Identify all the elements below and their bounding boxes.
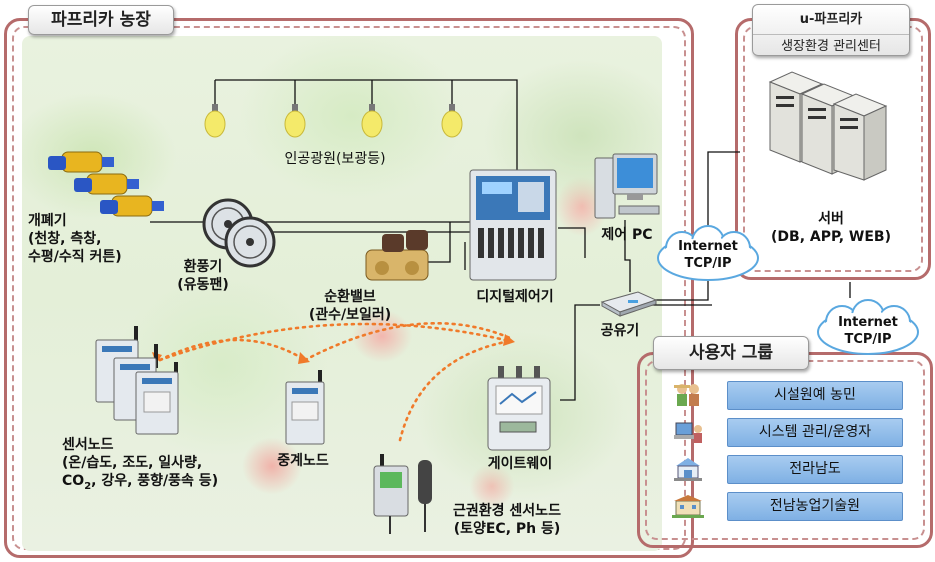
- router-label: 공유기: [600, 323, 640, 339]
- government-icon: [672, 456, 704, 482]
- controller-label: 디지털제어기: [476, 289, 554, 305]
- cloud-2-line2: TCP/IP: [844, 332, 892, 347]
- vent-label-line3: 수평/수직 커튼): [28, 249, 122, 265]
- server-icon: [768, 71, 888, 181]
- router-icon: [600, 291, 658, 317]
- control-pc-icon: [594, 153, 660, 219]
- fan-label-line1: 환풍기: [183, 259, 223, 275]
- server-label-line1: 서버: [818, 211, 844, 227]
- light-bulb-1: [204, 104, 226, 138]
- sensor-node-line3-b: , 강우, 풍향/풍속 등): [91, 473, 219, 489]
- pc-label: 제어 PC: [601, 227, 653, 243]
- light-bulb-4: [441, 104, 463, 138]
- user-group-title: 사용자 그룹: [653, 336, 809, 370]
- sensor-node-line3: CO2, 강우, 풍향/풍속 등): [62, 472, 218, 496]
- user-item-admin[interactable]: 시스템 관리/운영자: [727, 418, 903, 447]
- sensor-node-line3-sub: 2: [84, 480, 92, 492]
- user-item-province[interactable]: 전라남도: [727, 455, 903, 484]
- bulb-icon: [441, 104, 463, 138]
- sensor-node-line2: (온/습도, 조도, 일사량,: [62, 455, 203, 471]
- relay-label: 중계노드: [277, 453, 329, 469]
- sensor-node-icon: [95, 326, 179, 435]
- farmer-icon: [672, 383, 704, 409]
- vent-label-line2: (천창, 측창,: [28, 231, 102, 247]
- fan-label-line2: (유동팬): [177, 277, 229, 293]
- cloud-2-line1: Internet: [838, 315, 898, 330]
- center-title: u-파프리카 생장환경 관리센터: [752, 4, 910, 56]
- vent-label-line1: 개폐기: [28, 213, 67, 229]
- fan-label: 환풍기 (유동팬): [168, 258, 238, 294]
- cloud-icon: [657, 225, 759, 281]
- valve-label-line1: 순환밸브: [324, 289, 376, 305]
- center-title-line2: 생장환경 관리센터: [753, 34, 909, 56]
- admin-icon: [672, 419, 704, 445]
- center-title-line1: u-파프리카: [799, 12, 863, 27]
- cloud-1-text: Internet TCP/IP: [666, 238, 750, 272]
- gateway-icon: [487, 366, 551, 451]
- vent-motor-icon: [48, 151, 164, 217]
- root-sensor-icon: [373, 454, 432, 534]
- sensor-node-line3-a: CO: [62, 473, 85, 489]
- user-item-farmer[interactable]: 시설원예 농민: [727, 381, 903, 410]
- vent-label: 개폐기 (천창, 측창, 수평/수직 커튼): [28, 212, 122, 266]
- root-sensor-line1: 근권환경 센서노드: [453, 503, 561, 519]
- valve-icon: [365, 230, 429, 281]
- gateway-label: 게이트웨이: [487, 456, 553, 472]
- internet-cloud-1: Internet TCP/IP: [652, 224, 764, 288]
- cloud-icon: [817, 299, 919, 355]
- valve-label-line2: (관수/보일러): [308, 307, 392, 323]
- bulb-icon: [361, 104, 383, 138]
- fan-icon: [202, 198, 276, 268]
- farm-frame: [4, 18, 694, 558]
- valve-label: 순환밸브 (관수/보일러): [295, 288, 405, 324]
- light-bulb-3: [361, 104, 383, 138]
- internet-cloud-2: Internet TCP/IP: [812, 298, 924, 362]
- root-sensor-label: 근권환경 센서노드 (토양EC, Ph 등): [432, 502, 582, 538]
- user-item-institute[interactable]: 전남농업기술원: [727, 492, 903, 521]
- farm-title: 파프리카 농장: [28, 5, 174, 35]
- relay-node-icon: [285, 370, 325, 445]
- bulb-icon: [284, 104, 306, 138]
- farm-background: [22, 36, 662, 551]
- lights-label: 인공광원(보광등): [284, 151, 386, 167]
- light-bulb-2: [284, 104, 306, 138]
- wireless-links: [158, 321, 512, 442]
- server-label-line2: (DB, APP, WEB): [771, 229, 891, 245]
- sensor-node-label: 센서노드 (온/습도, 조도, 일사량, CO2, 강우, 풍향/풍속 등): [62, 436, 218, 496]
- cloud-1-line2: TCP/IP: [684, 256, 732, 271]
- institute-icon: [672, 493, 704, 519]
- server-label: 서버 (DB, APP, WEB): [766, 210, 896, 246]
- cloud-1-line1: Internet: [678, 239, 738, 254]
- root-sensor-line2: (토양EC, Ph 등): [453, 521, 561, 537]
- digital-controller-icon: [469, 169, 557, 281]
- sensor-node-line1: 센서노드: [62, 437, 114, 453]
- cloud-2-text: Internet TCP/IP: [826, 314, 910, 348]
- bulb-icon: [204, 104, 226, 138]
